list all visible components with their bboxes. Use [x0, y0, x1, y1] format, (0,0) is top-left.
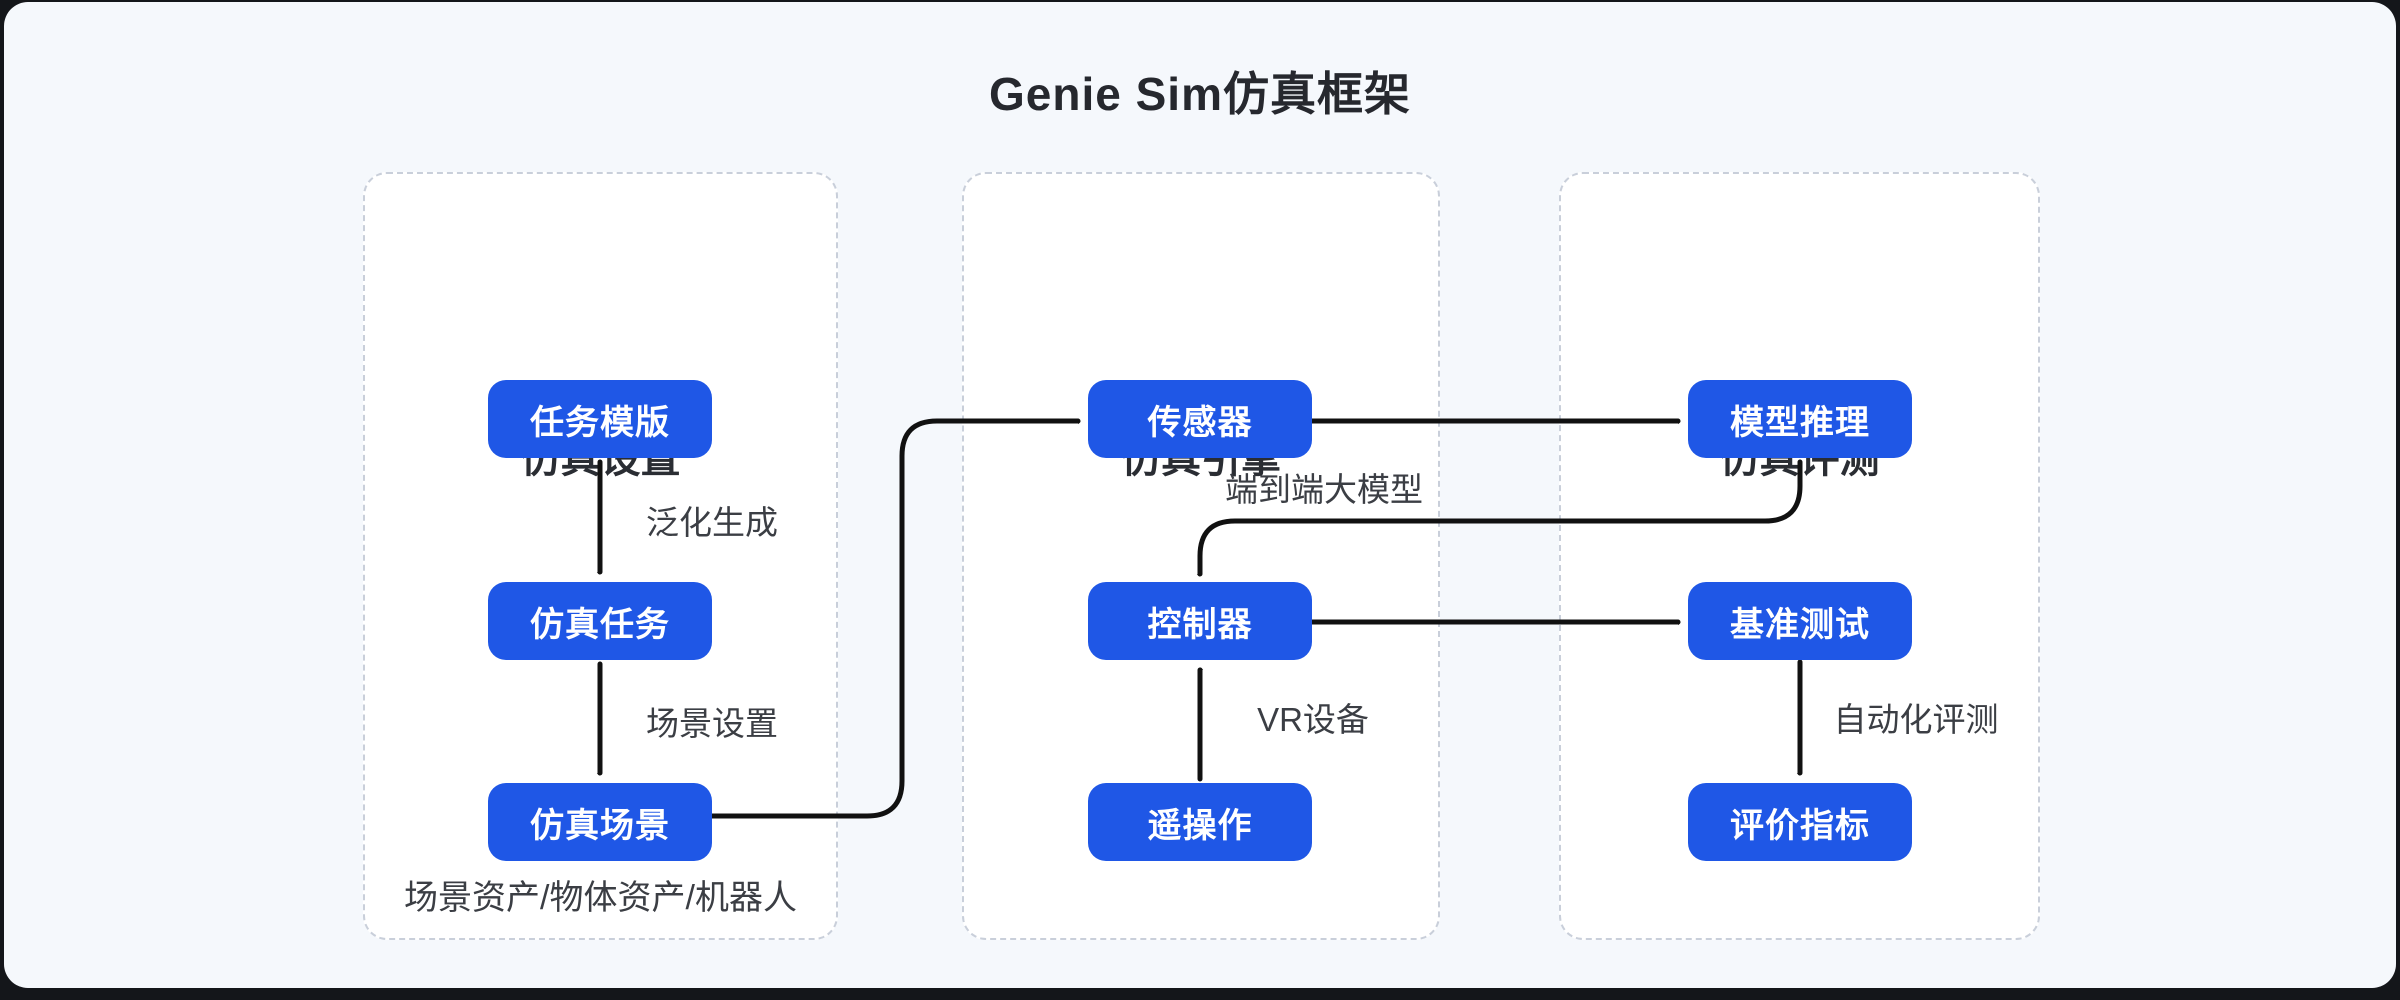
edge-label-vr-device: VR设备: [1257, 701, 1369, 738]
node-controller: 控制器: [1088, 582, 1312, 660]
node-sim-task: 仿真任务: [488, 582, 712, 660]
node-evaluation-metrics: 评价指标: [1688, 783, 1912, 861]
edge-model-inference-to-controller: [1200, 459, 1803, 577]
node-benchmark-test: 基准测试: [1688, 582, 1912, 660]
node-model-inference: 模型推理: [1688, 380, 1912, 458]
edge-label-automated-evaluation: 自动化评测: [1833, 701, 1999, 738]
edge-label-end-to-end-model: 端到端大模型: [1225, 471, 1423, 508]
node-sensor: 传感器: [1088, 380, 1312, 458]
panel-simulation-setup-caption: 场景资产/物体资产/机器人: [404, 879, 797, 917]
node-sim-scene: 仿真场景: [488, 783, 712, 861]
node-teleoperation: 遥操作: [1088, 783, 1312, 861]
diagram-title: Genie Sim仿真框架: [989, 68, 1411, 120]
node-task-template: 任务模版: [488, 380, 712, 458]
edge-label-generalization: 泛化生成: [646, 504, 778, 541]
edge-sim-scene-to-sensor: [709, 418, 1081, 819]
edge-label-scene-setup: 场景设置: [646, 705, 778, 742]
